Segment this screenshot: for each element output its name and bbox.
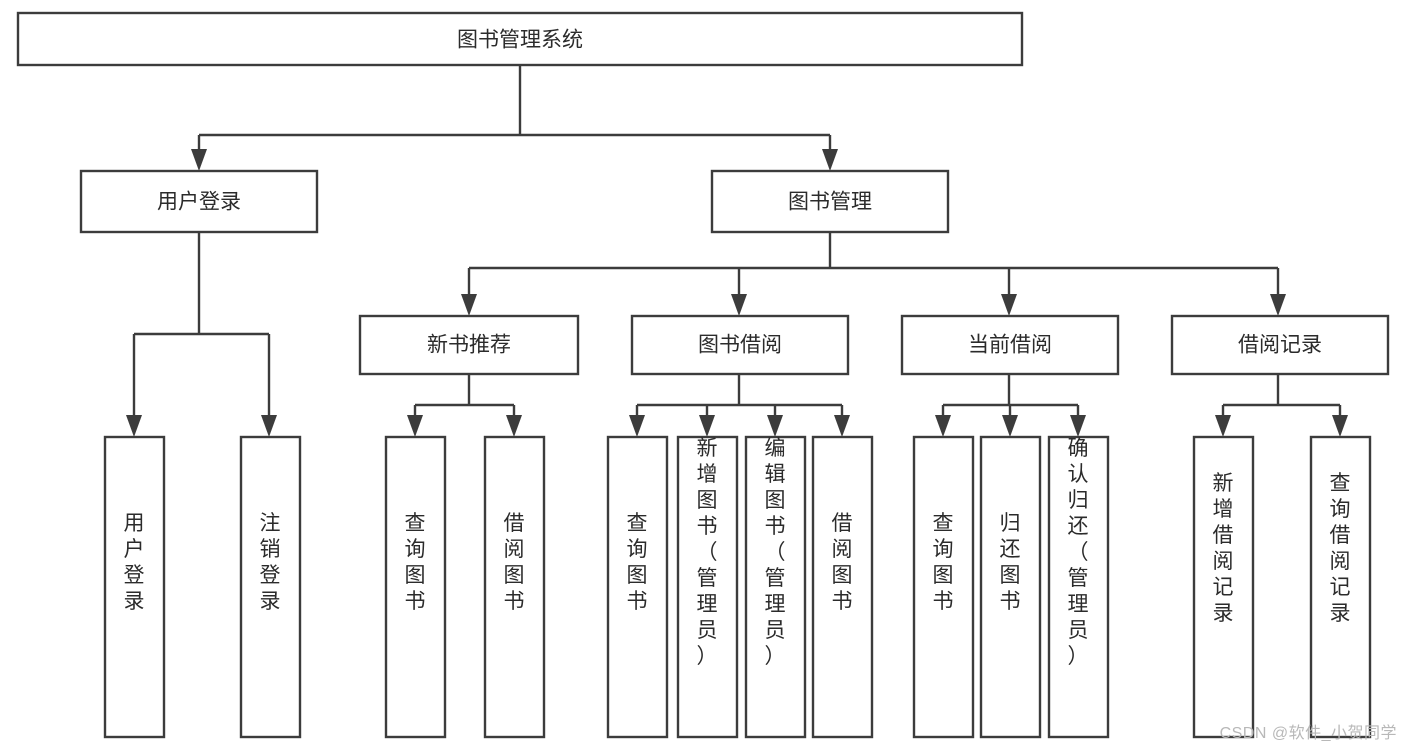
leaf-add-book[interactable]: 新增图书（管理员） <box>676 435 739 739</box>
node-current-borrow[interactable]: 当前借阅 <box>900 314 1120 376</box>
leaf-user-login-label: 用户登录 <box>124 512 145 613</box>
connector-group-current-borrow <box>941 374 1080 415</box>
node-user-login[interactable]: 用户登录 <box>79 169 319 234</box>
leaf-return-book[interactable]: 归还图书 <box>979 435 1042 739</box>
node-borrow-record[interactable]: 借阅记录 <box>1170 314 1390 376</box>
node-root[interactable]: 图书管理系统 <box>16 11 1024 67</box>
arrow-to-book-manage <box>822 149 838 171</box>
leaf-borrow-book-2-label: 借阅图书 <box>832 512 853 613</box>
leaf-user-login[interactable]: 用户登录 <box>103 435 166 739</box>
leaf-borrow-book-1[interactable]: 借阅图书 <box>483 435 546 739</box>
leaf-query-book-2[interactable]: 查询图书 <box>606 435 669 739</box>
arrows-to-book-borrow-leaves <box>629 415 850 437</box>
connector-group-book-borrow <box>635 374 844 415</box>
connector-group-borrow-record <box>1221 374 1342 415</box>
leaf-edit-book[interactable]: 编辑图书（管理员） <box>744 435 807 739</box>
leaf-add-record-label: 新增借阅记录 <box>1213 472 1234 625</box>
leaf-user-logout[interactable]: 注销登录 <box>239 435 302 739</box>
arrow-to-user-login <box>191 149 207 171</box>
arrows-to-level3 <box>461 294 1286 316</box>
arrows-to-borrow-record-leaves <box>1215 415 1348 437</box>
node-borrow-record-label: 借阅记录 <box>1238 334 1322 357</box>
leaf-confirm-return-label: 确认归还（管理员） <box>1068 437 1089 668</box>
leaf-return-book-label: 归还图书 <box>1000 512 1021 613</box>
node-current-borrow-label: 当前借阅 <box>968 334 1052 357</box>
leaf-query-record-label: 查询借阅记录 <box>1330 472 1351 625</box>
node-book-borrow-label: 图书借阅 <box>698 334 782 357</box>
leaf-query-record[interactable]: 查询借阅记录 <box>1309 435 1372 739</box>
arrows-to-new-book-leaves <box>407 415 522 437</box>
leaf-query-book-2-label: 查询图书 <box>627 512 648 613</box>
node-user-login-label: 用户登录 <box>157 191 241 214</box>
node-new-book-recommend[interactable]: 新书推荐 <box>358 314 580 376</box>
leaf-query-book-1-label: 查询图书 <box>405 512 426 613</box>
leaf-add-book-label: 新增图书（管理员） <box>697 437 718 668</box>
node-root-label: 图书管理系统 <box>457 29 583 52</box>
connector-group-user-login <box>132 232 271 415</box>
connector-group-root <box>197 65 832 150</box>
leaf-add-record[interactable]: 新增借阅记录 <box>1192 435 1255 739</box>
leaf-query-book-3-label: 查询图书 <box>933 512 954 613</box>
arrows-to-user-login-leaves <box>126 415 277 437</box>
node-new-book-recommend-label: 新书推荐 <box>427 334 511 357</box>
arrows-to-current-borrow-leaves <box>935 415 1086 437</box>
connector-group-new-book-recommend <box>413 374 516 415</box>
leaf-borrow-book-2[interactable]: 借阅图书 <box>811 435 874 739</box>
leaf-query-book-3[interactable]: 查询图书 <box>912 435 975 739</box>
leaf-user-logout-label: 注销登录 <box>260 512 281 613</box>
node-book-borrow[interactable]: 图书借阅 <box>630 314 850 376</box>
leaf-query-book-1[interactable]: 查询图书 <box>384 435 447 739</box>
node-book-manage-label: 图书管理 <box>788 191 872 214</box>
node-book-manage[interactable]: 图书管理 <box>710 169 950 234</box>
leaf-borrow-book-1-label: 借阅图书 <box>504 512 525 613</box>
connector-group-book-manage <box>467 232 1280 294</box>
leaf-edit-book-label: 编辑图书（管理员） <box>765 437 786 668</box>
leaf-confirm-return[interactable]: 确认归还（管理员） <box>1047 435 1110 739</box>
